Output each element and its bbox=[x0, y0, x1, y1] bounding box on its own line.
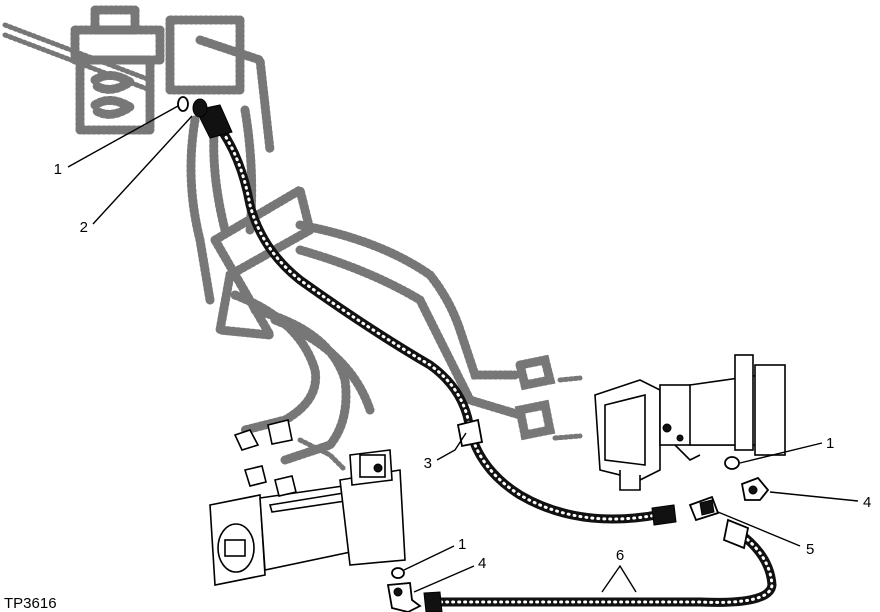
left-motor bbox=[209, 419, 406, 586]
hose-6 bbox=[423, 518, 777, 612]
callout-1-right: 1 bbox=[826, 435, 834, 452]
background-valve-assembly bbox=[2, 5, 583, 473]
leader-lines bbox=[67, 105, 859, 593]
leader-4-right bbox=[769, 491, 859, 502]
callout-labels: 1 2 3 1 4 5 1 4 6 bbox=[54, 161, 872, 572]
leader-3 bbox=[436, 432, 467, 461]
callout-4-bottom: 4 bbox=[478, 555, 486, 572]
leader-6 bbox=[601, 564, 637, 593]
callout-4-right: 4 bbox=[863, 494, 871, 511]
o-ring-bottom bbox=[391, 567, 405, 579]
o-ring-right bbox=[724, 456, 740, 470]
leader-1-right bbox=[739, 442, 823, 464]
leader-5 bbox=[717, 511, 801, 547]
bottom-left-fittings bbox=[386, 567, 422, 612]
callout-6: 6 bbox=[616, 547, 624, 564]
callout-1-bottom: 1 bbox=[458, 536, 466, 553]
leader-4-bottom bbox=[413, 565, 475, 593]
elbow-fitting-bottom bbox=[386, 582, 422, 612]
callout-2: 2 bbox=[80, 219, 88, 236]
figure-id-label: TP3616 bbox=[4, 595, 57, 612]
callout-3: 3 bbox=[424, 455, 432, 472]
leader-1-top bbox=[67, 105, 179, 168]
callout-5: 5 bbox=[806, 541, 814, 558]
top-valve-parts bbox=[177, 96, 208, 118]
right-fittings bbox=[688, 456, 770, 522]
callout-1-top: 1 bbox=[54, 161, 62, 178]
leader-1-bottom bbox=[403, 545, 455, 571]
leader-2 bbox=[92, 115, 193, 225]
right-cylinder bbox=[594, 354, 786, 491]
